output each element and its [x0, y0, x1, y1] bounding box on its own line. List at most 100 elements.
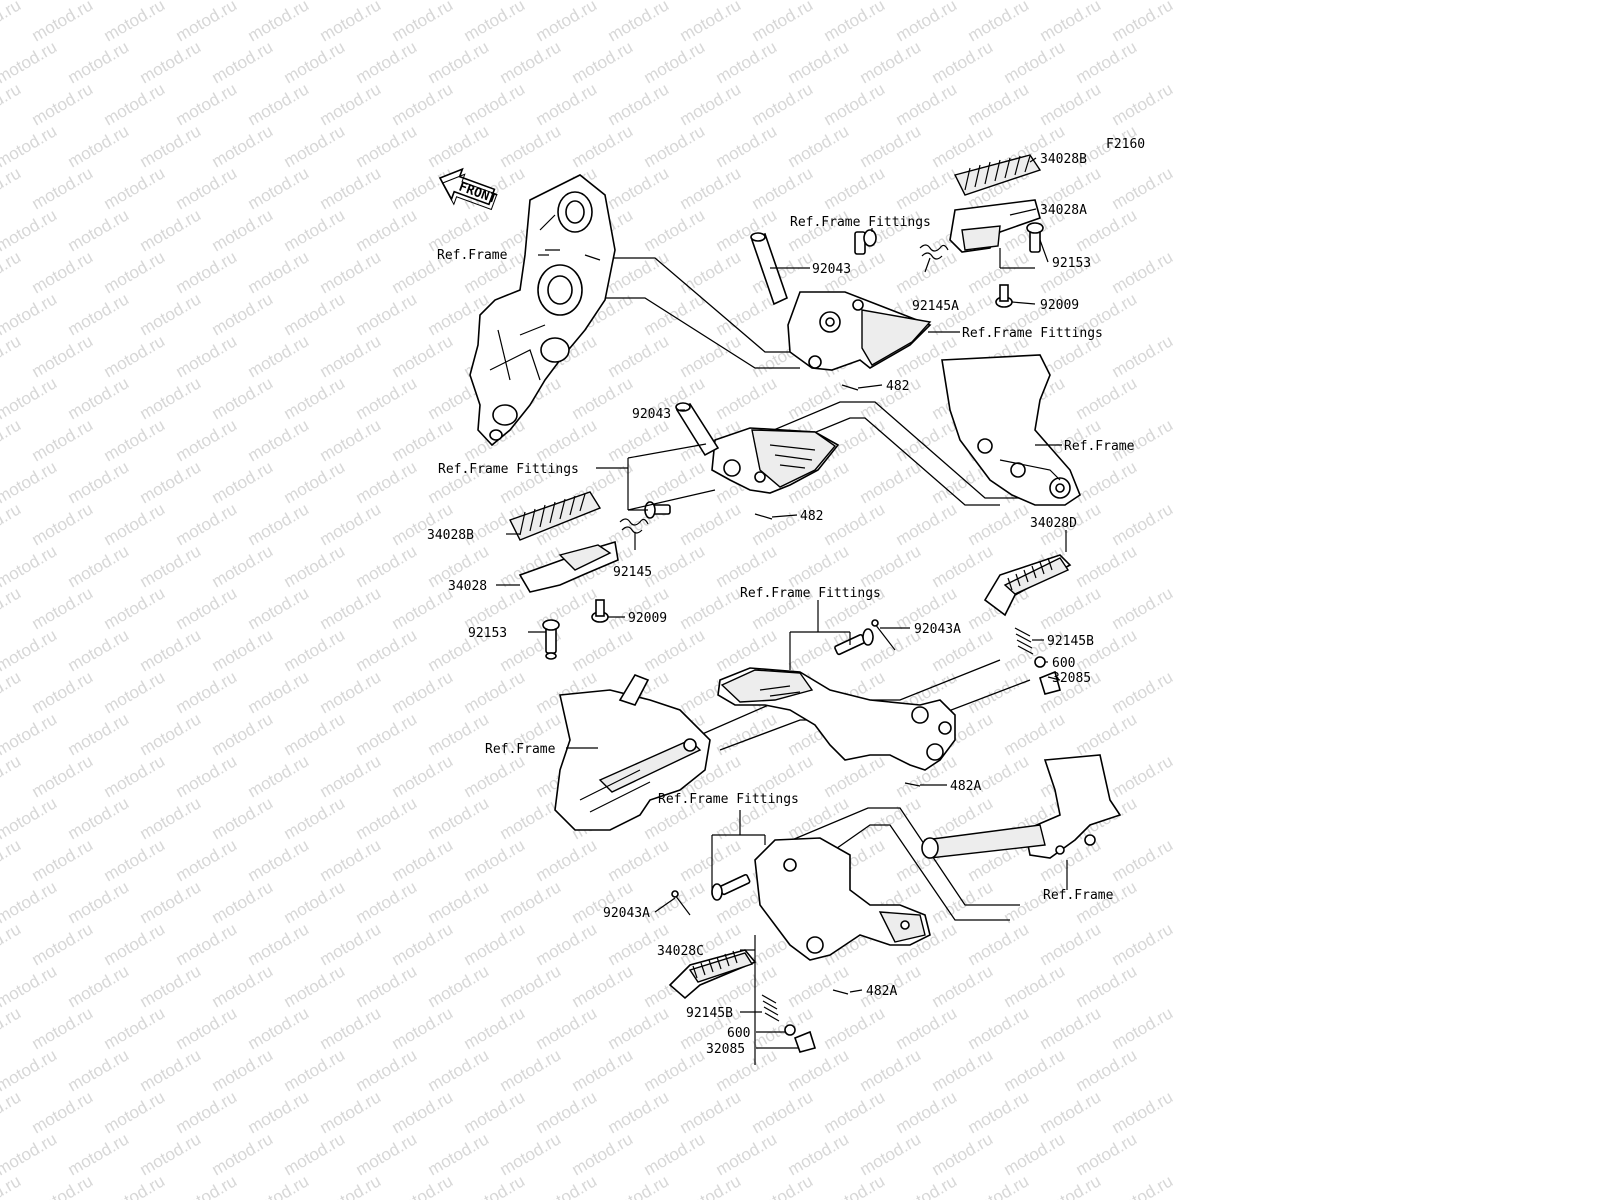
watermark-text: motod.ru: [245, 1087, 313, 1137]
watermark-text: motod.ru: [1037, 1087, 1105, 1137]
watermark-text: motod.ru: [209, 37, 277, 87]
watermark-text: motod.ru: [209, 205, 277, 255]
cotter-482-mid: [754, 513, 773, 520]
watermark-text: motod.ru: [65, 1045, 133, 1095]
watermark-text: motod.ru: [137, 121, 205, 171]
watermark-text: motod.ru: [0, 709, 60, 759]
label-ref-frame-bottom-right: Ref.Frame: [1043, 888, 1114, 903]
spring-92145B-left: [761, 994, 780, 1022]
washer-600-right: [1034, 656, 1046, 668]
bottom-bracket: [754, 837, 931, 961]
watermark-text: motod.ru: [965, 1003, 1033, 1053]
watermark-text: motod.ru: [389, 1171, 457, 1200]
watermark-text: motod.ru: [713, 541, 781, 591]
watermark-text: motod.ru: [461, 1003, 529, 1053]
watermark-text: motod.ru: [0, 373, 60, 423]
watermark-text: motod.ru: [569, 37, 637, 87]
cotter-482-top: [841, 384, 859, 391]
watermark-text: motod.ru: [353, 961, 421, 1011]
watermark-text: motod.ru: [65, 709, 133, 759]
watermark-text: motod.ru: [389, 919, 457, 969]
watermark-text: motod.ru: [101, 1003, 169, 1053]
label-32085-right: 32085: [1052, 671, 1091, 686]
watermark-text: motod.ru: [533, 415, 601, 465]
watermark-text: motod.ru: [0, 247, 24, 297]
watermark-text: motod.ru: [389, 667, 457, 717]
watermark-text: motod.ru: [101, 163, 169, 213]
mid-bracket: [711, 427, 840, 494]
watermark-text: motod.ru: [569, 1045, 637, 1095]
watermark-text: motod.ru: [173, 667, 241, 717]
watermark-text: motod.ru: [0, 961, 60, 1011]
watermark-text: motod.ru: [749, 1171, 817, 1200]
watermark-text: motod.ru: [209, 793, 277, 843]
watermark-text: motod.ru: [137, 877, 205, 927]
bolt-92153-left: [542, 619, 560, 660]
watermark-text: motod.ru: [0, 1087, 24, 1137]
watermark-text: motod.ru: [0, 205, 60, 255]
watermark-text: motod.ru: [389, 583, 457, 633]
watermark-text: motod.ru: [533, 835, 601, 885]
watermark-text: motod.ru: [605, 1003, 673, 1053]
watermark-text: motod.ru: [1073, 709, 1141, 759]
watermark-text: motod.ru: [965, 919, 1033, 969]
watermark-text: motod.ru: [641, 1129, 709, 1179]
watermark-text: motod.ru: [677, 583, 745, 633]
label-482-mid: 482: [800, 509, 823, 524]
rubber-34028B-left: [509, 491, 602, 541]
watermark-text: motod.ru: [1037, 247, 1105, 297]
watermark-text: motod.ru: [281, 877, 349, 927]
watermark-text: motod.ru: [569, 121, 637, 171]
watermark-text: motod.ru: [1109, 919, 1177, 969]
watermark-text: motod.ru: [0, 667, 24, 717]
watermark-text: motod.ru: [173, 499, 241, 549]
watermark-text: motod.ru: [353, 457, 421, 507]
watermark-text: motod.ru: [389, 1003, 457, 1053]
watermark-text: motod.ru: [605, 1087, 673, 1137]
label-ref-frame-right: Ref.Frame: [1064, 439, 1135, 454]
watermark-text: motod.ru: [641, 121, 709, 171]
watermark-text: motod.ru: [245, 79, 313, 129]
watermark-text: motod.ru: [173, 1087, 241, 1137]
watermark-text: motod.ru: [0, 331, 24, 381]
watermark-text: motod.ru: [281, 793, 349, 843]
watermark-text: motod.ru: [281, 457, 349, 507]
pin-92043-top: [750, 232, 788, 306]
watermark-text: motod.ru: [317, 1003, 385, 1053]
watermark-text: motod.ru: [965, 247, 1033, 297]
watermark-text: motod.ru: [101, 79, 169, 129]
watermark-text: motod.ru: [785, 121, 853, 171]
cotter-482A-bottom: [832, 989, 849, 995]
watermark-text: motod.ru: [281, 289, 349, 339]
watermark-text: motod.ru: [461, 835, 529, 885]
bolt-92009-top: [995, 284, 1013, 308]
bolt-top: [854, 229, 877, 255]
watermark-text: motod.ru: [353, 1129, 421, 1179]
watermark-text: motod.ru: [461, 667, 529, 717]
watermark-text: motod.ru: [0, 37, 60, 87]
watermark-text: motod.ru: [353, 205, 421, 255]
watermark-text: motod.ru: [245, 919, 313, 969]
watermark-text: motod.ru: [101, 247, 169, 297]
watermark-text: motod.ru: [0, 919, 24, 969]
watermark-text: motod.ru: [749, 163, 817, 213]
watermark-text: motod.ru: [389, 751, 457, 801]
watermark-text: motod.ru: [641, 877, 709, 927]
watermark-text: motod.ru: [65, 877, 133, 927]
watermark-text: motod.ru: [533, 0, 601, 45]
label-482A-bottom: 482A: [866, 984, 897, 999]
watermark-text: motod.ru: [461, 1087, 529, 1137]
watermark-text: motod.ru: [101, 415, 169, 465]
watermark-text: motod.ru: [821, 79, 889, 129]
watermark-text: motod.ru: [101, 1087, 169, 1137]
watermark-text: motod.ru: [101, 583, 169, 633]
watermark-text: motod.ru: [245, 247, 313, 297]
watermark-text: motod.ru: [425, 709, 493, 759]
watermark-text: motod.ru: [605, 0, 673, 45]
watermark-text: motod.ru: [641, 625, 709, 675]
watermark-text: motod.ru: [929, 1045, 997, 1095]
watermark-text: motod.ru: [389, 331, 457, 381]
watermark-text: motod.ru: [677, 0, 745, 45]
watermark-text: motod.ru: [0, 751, 24, 801]
watermark-text: motod.ru: [389, 0, 457, 45]
